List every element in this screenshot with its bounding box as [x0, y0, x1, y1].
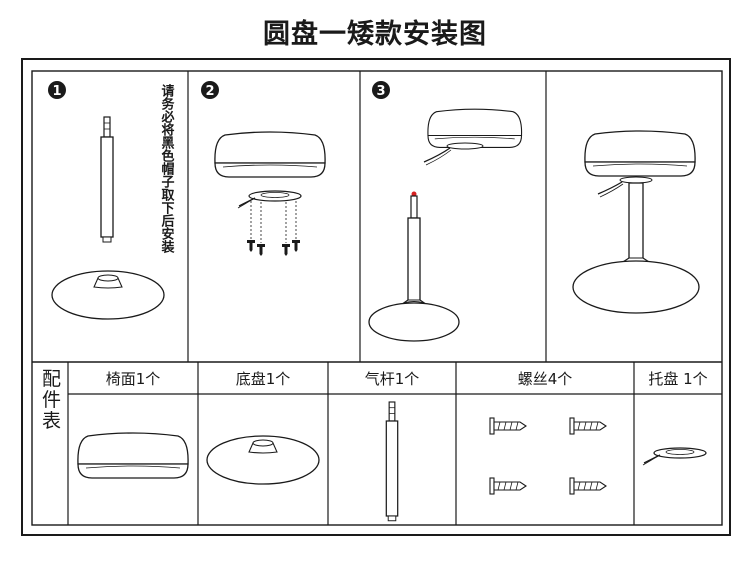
release-pin-dot	[411, 191, 417, 197]
step-number: 1	[52, 84, 61, 99]
outer-frame	[21, 58, 731, 536]
step-2-panel: 2	[201, 81, 326, 256]
step-1-note: 请务必将黑色帽子取下后安装	[159, 83, 176, 254]
page-title: 圆盘一矮款安装图	[263, 19, 487, 50]
accessory-label-screws: 螺丝4个	[518, 370, 573, 388]
assembled-stool-panel	[572, 130, 700, 314]
gas-lift-icon	[385, 401, 399, 522]
screw-icon	[569, 477, 607, 495]
step-number-badge	[201, 81, 219, 99]
base-plate-icon	[51, 270, 165, 320]
seat-icon	[584, 130, 696, 177]
accessories-side-label: 配件表	[39, 369, 61, 432]
step-1-panel: 1 请务必将黑色帽子取下后安装	[48, 81, 176, 320]
step-number: 3	[376, 84, 385, 99]
screw-icon	[489, 417, 527, 435]
accessory-label-base-plate: 底盘1个	[236, 370, 291, 388]
accessory-label-gas-lift: 气杆1个	[365, 370, 420, 388]
step-number-badge	[48, 81, 66, 99]
inner-frame	[31, 70, 723, 526]
screw-icon	[282, 244, 290, 256]
accessory-label-seat: 椅面1个	[106, 370, 161, 388]
mount-tray-icon	[237, 190, 302, 209]
step-3-panel: 3	[368, 81, 523, 342]
screw-icon	[489, 477, 527, 495]
seat-icon	[214, 131, 326, 178]
seat-icon	[77, 432, 189, 479]
base-plate-icon	[206, 435, 320, 485]
mount-tray-icon	[642, 447, 707, 466]
screw-icon	[292, 240, 300, 252]
accessory-label-tray: 托盘 1个	[648, 370, 707, 388]
step-number-badge	[372, 81, 390, 99]
screw-icon	[247, 240, 255, 252]
screw-icon	[257, 244, 265, 256]
seat-icon	[427, 108, 523, 148]
step-number: 2	[205, 84, 214, 99]
screw-icon	[569, 417, 607, 435]
gas-lift-icon	[100, 116, 114, 243]
